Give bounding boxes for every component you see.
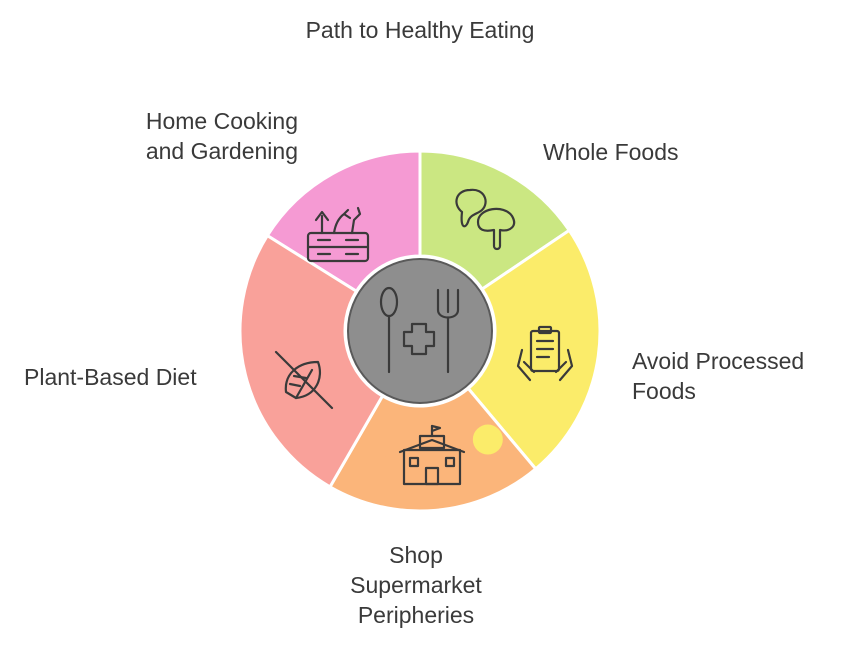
- label-line: Shop: [389, 542, 443, 568]
- label-home-cooking: Home Cooking and Gardening: [90, 106, 298, 166]
- label-avoid-processed: Avoid Processed Foods: [632, 346, 804, 406]
- label-line: Foods: [632, 378, 696, 404]
- center-layer: [345, 256, 495, 406]
- label-line: Whole Foods: [543, 139, 679, 165]
- no-meat-leaf-icon: [274, 350, 334, 410]
- label-line: Supermarket: [350, 572, 482, 598]
- label-line: Peripheries: [357, 602, 475, 628]
- supermarket-building-icon: [398, 424, 466, 486]
- label-plant-based: Plant-Based Diet: [24, 362, 197, 392]
- label-whole-foods: Whole Foods: [543, 137, 679, 167]
- puzzle-knob: [472, 424, 503, 455]
- segments-layer: [238, 149, 602, 513]
- label-shop-supermarket: Shop Supermarket Peripheries: [316, 540, 516, 630]
- puzzle-knob: [387, 189, 418, 220]
- puzzle-knob: [288, 263, 319, 294]
- label-line: Home Cooking: [145, 108, 298, 134]
- puzzle-knob: [520, 259, 551, 290]
- label-line: Plant-Based Diet: [24, 364, 197, 390]
- reading-label-icon: [516, 325, 574, 382]
- label-line: and Gardening: [145, 138, 298, 164]
- harvest-crate-icon: [306, 206, 370, 263]
- label-line: Avoid Processed: [632, 348, 805, 374]
- diagram-title: Path to Healthy Eating: [305, 17, 535, 43]
- center-disc: [347, 258, 493, 404]
- puzzle-knob: [357, 434, 388, 465]
- spoon-fork-health-cross-icon: [379, 286, 460, 374]
- mushroom-icon: [455, 188, 516, 251]
